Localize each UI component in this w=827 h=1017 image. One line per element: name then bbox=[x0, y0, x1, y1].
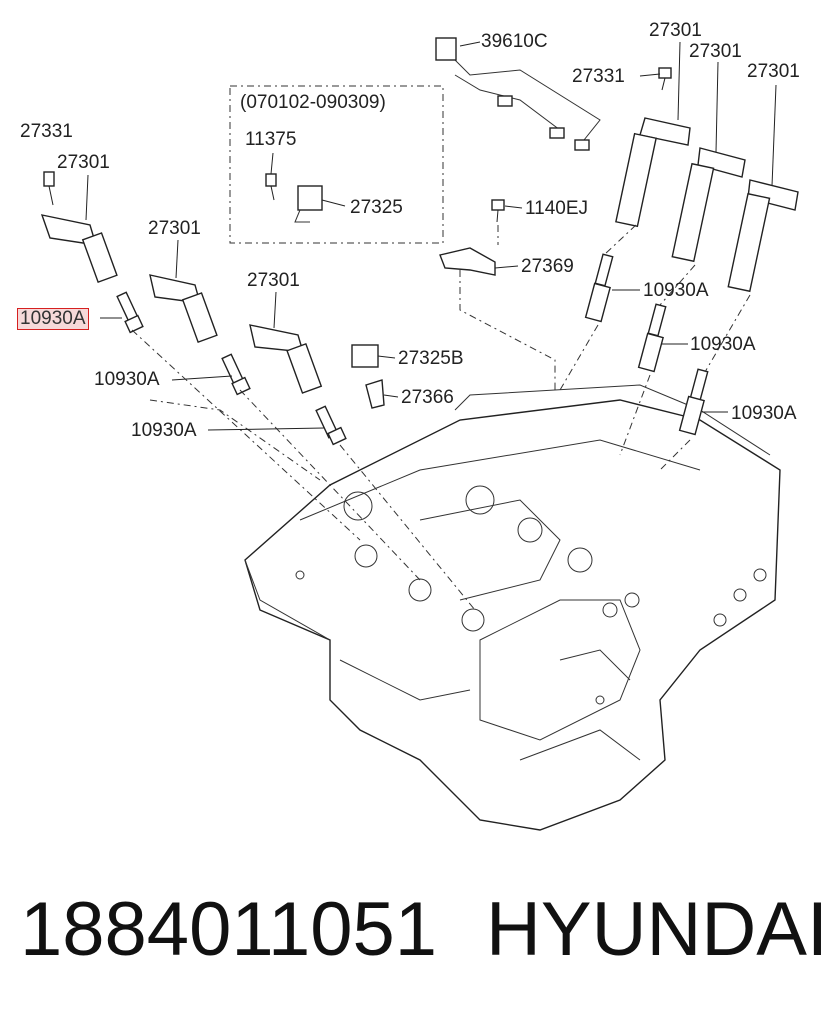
parts-diagram: 39610C 27331 27301 27301 27301 27331 273… bbox=[17, 20, 800, 831]
bolt-27331-top bbox=[658, 67, 672, 91]
coil-top-right-1 bbox=[615, 117, 691, 228]
engine-ignition-diagram bbox=[40, 37, 799, 831]
label-10930A-left-1: 10930A bbox=[94, 369, 160, 390]
spark-plug-left-3 bbox=[315, 405, 347, 446]
label-27369: 27369 bbox=[521, 256, 574, 277]
wiring-harness bbox=[435, 37, 601, 151]
spark-plug-right-1 bbox=[584, 253, 614, 323]
bolt-27331-left bbox=[43, 171, 55, 206]
brand-name: HYUNDAI bbox=[486, 887, 827, 972]
bolt-11375 bbox=[265, 173, 277, 201]
coil-top-right-3 bbox=[727, 179, 799, 293]
label-27325B: 27325B bbox=[398, 348, 464, 369]
label-27301-mid: 27301 bbox=[148, 218, 201, 239]
label-27301-low: 27301 bbox=[247, 270, 300, 291]
label-date-range: (070102-090309) bbox=[240, 92, 386, 113]
label-27301-tr3: 27301 bbox=[747, 61, 800, 82]
label-27301-tr2: 27301 bbox=[689, 41, 742, 62]
connector-27325B bbox=[351, 344, 379, 368]
label-39610C: 39610C bbox=[481, 31, 548, 52]
label-27331-left: 27331 bbox=[20, 121, 73, 142]
label-10930A-right-1: 10930A bbox=[643, 280, 709, 301]
label-27331-top: 27331 bbox=[572, 66, 625, 87]
engine-block bbox=[244, 384, 781, 831]
option-box bbox=[229, 85, 444, 244]
coil-top-right-2 bbox=[671, 147, 746, 263]
label-10930A-right-3: 10930A bbox=[731, 403, 797, 424]
clip-27366 bbox=[365, 379, 385, 409]
coil-left-2 bbox=[149, 274, 218, 343]
coil-left-3 bbox=[249, 324, 323, 394]
spark-plug-left-2 bbox=[221, 353, 251, 396]
label-1140EJ: 1140EJ bbox=[525, 198, 589, 219]
label-10930A-left-2: 10930A bbox=[131, 420, 197, 441]
label-27301-tr1: 27301 bbox=[649, 20, 702, 41]
label-10930A-highlighted[interactable]: 10930A bbox=[17, 308, 89, 330]
label-11375: 11375 bbox=[245, 129, 297, 150]
label-27301-left: 27301 bbox=[57, 152, 110, 173]
bolt-1140EJ bbox=[491, 199, 505, 223]
bracket-27369 bbox=[439, 247, 496, 276]
caption: 1884011051 HYUNDAI bbox=[0, 880, 827, 990]
installation-lines bbox=[131, 224, 751, 611]
leader-lines bbox=[85, 41, 777, 431]
spark-plug-right-3 bbox=[678, 368, 709, 436]
spark-plug-right-2 bbox=[637, 303, 667, 373]
spark-plug-left-1 bbox=[116, 291, 144, 334]
label-10930A-right-2: 10930A bbox=[690, 334, 756, 355]
label-27325: 27325 bbox=[350, 197, 403, 218]
part-number: 1884011051 bbox=[20, 887, 438, 972]
sensor-27325 bbox=[294, 185, 323, 223]
coil-left-1 bbox=[40, 214, 118, 283]
label-27366: 27366 bbox=[401, 387, 454, 408]
